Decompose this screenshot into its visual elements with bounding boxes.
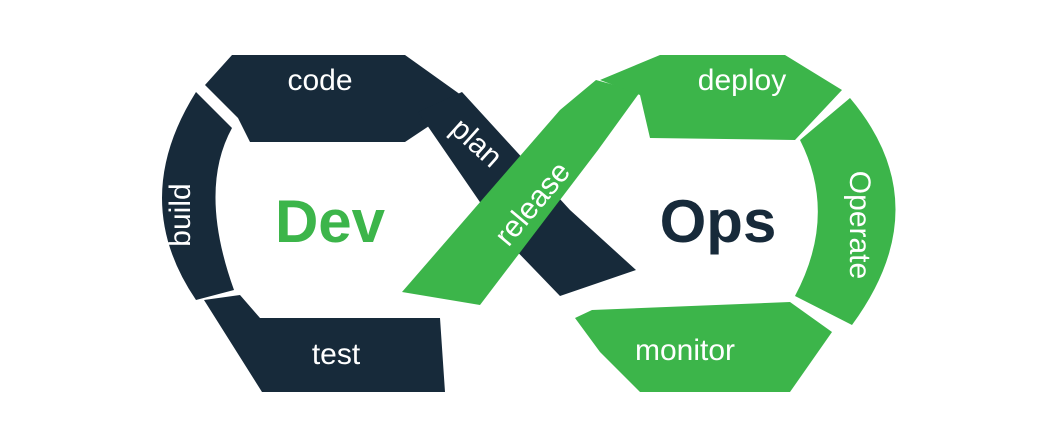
stage-label-code: code	[287, 64, 352, 97]
release-segment	[402, 80, 640, 305]
stage-label-build: build	[164, 183, 197, 246]
stage-label-test: test	[312, 338, 361, 371]
dev-loop	[162, 55, 636, 392]
deploy-segment	[600, 55, 842, 140]
operate-segment	[795, 98, 896, 325]
stage-label-operate: Operate	[843, 171, 876, 279]
code-segment	[205, 55, 468, 142]
build-segment	[162, 92, 234, 300]
ops-loop	[402, 55, 896, 392]
test-segment	[204, 295, 445, 392]
center-word-dev: Dev	[275, 188, 386, 255]
stage-label-deploy: deploy	[698, 64, 786, 97]
stage-label-monitor: monitor	[635, 334, 735, 367]
monitor-segment	[575, 302, 832, 392]
center-word-ops: Ops	[660, 188, 777, 255]
